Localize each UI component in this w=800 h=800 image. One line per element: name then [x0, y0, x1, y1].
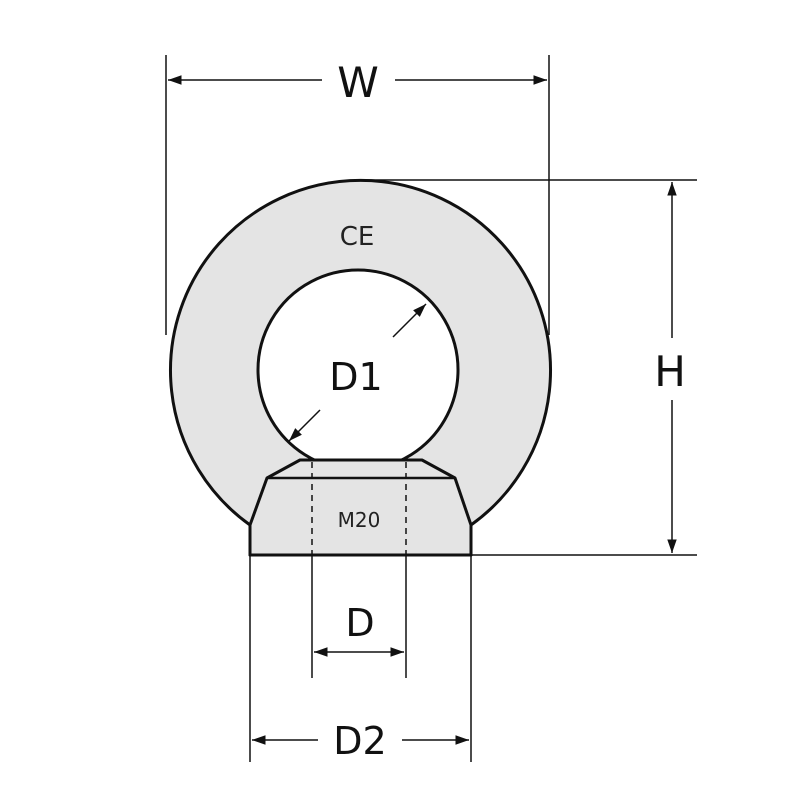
- ce-mark: CE: [340, 222, 375, 252]
- h-label: H: [654, 347, 686, 396]
- d-label: D: [345, 601, 374, 645]
- d1-dimension-line-lower: [288, 409, 321, 442]
- d1-label: D1: [329, 355, 382, 399]
- eye-nut-collar: [248, 458, 473, 557]
- d1-dimension-line-upper: [392, 303, 427, 338]
- w-label: W: [337, 58, 379, 107]
- d2-label: D2: [333, 719, 386, 763]
- thread-size-label: M20: [338, 508, 381, 532]
